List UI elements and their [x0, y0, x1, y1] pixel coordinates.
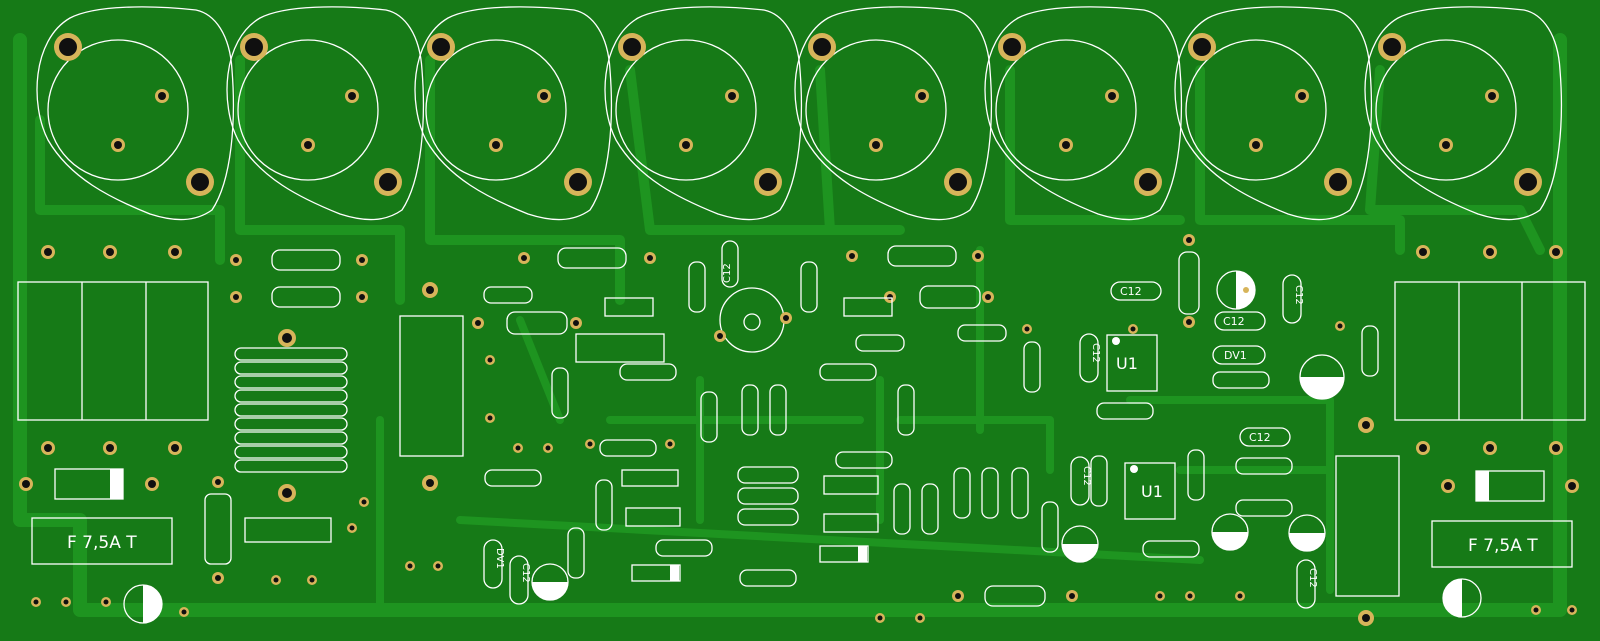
- resistor: [1178, 234, 1200, 328]
- resistors: [204, 234, 1379, 607]
- coil-inductor: [234, 329, 348, 502]
- transistor-outline: [1174, 6, 1373, 221]
- c12-cap: C12: [1070, 456, 1092, 506]
- dv1-diode: DV1: [483, 539, 505, 589]
- e-cap: [123, 584, 163, 624]
- e-cap: [1288, 514, 1326, 552]
- fuse-left-label: F 7,5A T: [67, 533, 137, 553]
- fuse-left: F 7,5A T: [31, 517, 173, 565]
- ic-u1-top: U1: [1106, 334, 1158, 392]
- fuse-right-label: F 7,5A T: [1468, 536, 1538, 556]
- transistor-outline: [414, 6, 613, 221]
- traces: [13, 33, 1567, 617]
- c12-cap: C12: [1079, 333, 1101, 383]
- resistor: [737, 466, 799, 526]
- transistor-outline: [36, 6, 235, 221]
- c12-cap: C12: [1110, 281, 1162, 301]
- vias: [31, 321, 1577, 623]
- c12-cap: C12: [1214, 311, 1266, 331]
- resistor: [230, 286, 368, 308]
- u1-label-top: U1: [1116, 354, 1138, 373]
- small-diodes: [631, 545, 869, 582]
- c12-label: C12: [1223, 315, 1245, 328]
- c12-label: C12: [1081, 466, 1092, 486]
- c12-cap: C12: [509, 555, 531, 605]
- c12-cap: C12: [721, 240, 739, 288]
- transistor-outline: [984, 6, 1183, 221]
- c12-cap: C12: [1282, 274, 1304, 324]
- resistor: [846, 245, 984, 267]
- rectifier-diode-left: [19, 468, 159, 500]
- resistor: [518, 247, 656, 269]
- resistor: [884, 285, 994, 309]
- e-cap: [531, 563, 569, 601]
- rectifier-diode-right: [1441, 470, 1579, 502]
- u1-label-bottom: U1: [1141, 482, 1163, 501]
- right-relay-block: [1394, 245, 1586, 455]
- transistor-outline: [604, 6, 803, 221]
- e-cap: [1211, 513, 1249, 551]
- ic-u1-bottom: U1: [1124, 462, 1176, 520]
- e-cap: [1216, 270, 1256, 310]
- resistor: [952, 585, 1078, 607]
- transistor-outline: [226, 6, 425, 221]
- power-resistor-left: [399, 282, 464, 491]
- e-cap: [1442, 578, 1482, 618]
- c12-cap: C12: [1296, 559, 1318, 609]
- e-cap: [1061, 525, 1099, 563]
- c12-label: C12: [1249, 431, 1271, 444]
- e-cap: [1299, 354, 1345, 400]
- power-resistor-right: [1335, 417, 1400, 626]
- resistor: [472, 311, 582, 335]
- c12-label: C12: [1120, 285, 1142, 298]
- c12-label: C12: [1293, 285, 1304, 305]
- dv1-label: DV1: [1224, 349, 1247, 362]
- c12-cap: C12: [1239, 427, 1291, 447]
- fuse-right: F 7,5A T: [1431, 520, 1573, 568]
- c12-label: C12: [722, 263, 733, 283]
- c12-label: C12: [1090, 343, 1101, 363]
- resistor: [230, 249, 368, 271]
- resistor: [204, 476, 232, 584]
- c12-label: C12: [520, 563, 531, 583]
- power-transistors: [36, 6, 1563, 221]
- resistor: [483, 286, 1293, 587]
- electrolytic-capacitors: [123, 270, 1482, 624]
- capacitors-c12: C12 C12 C12 C12 C12 C12 C12 C12: [509, 240, 1318, 609]
- resistor: [551, 261, 1379, 579]
- transistor-outline: [1364, 6, 1563, 221]
- dv1-label: DV1: [494, 548, 505, 569]
- left-relay-block: [17, 245, 209, 455]
- small-headers: [244, 297, 893, 543]
- transistor-outline: [794, 6, 993, 221]
- trimmer-potentiometer: [714, 287, 792, 353]
- dv1-diode: DV1: [1212, 345, 1266, 365]
- c12-label: C12: [1307, 568, 1318, 588]
